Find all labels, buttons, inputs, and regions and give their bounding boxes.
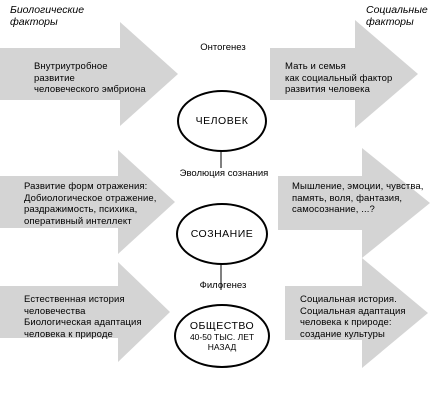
circle-label: ОБЩЕСТВО — [189, 320, 255, 332]
text-soc-consciousness: Мышление, эмоции, чувства, память, воля,… — [292, 181, 424, 215]
arrow-bio-2 — [0, 150, 175, 254]
stage-title-phylogenesis: Филогенез — [199, 280, 247, 291]
header-biological: Биологические факторы — [10, 4, 85, 28]
stage-title-consciousness: Эволюция сознания — [179, 168, 269, 179]
arrow-soc-1 — [270, 20, 418, 128]
text-bio-ontogenesis: Внутриутробное развитие человеческого эм… — [34, 61, 146, 95]
arrow-soc-3 — [285, 258, 428, 368]
text-bio-phylogenesis: Естественная история человечества Биолог… — [24, 294, 142, 340]
header-social: Социальные факторы — [366, 4, 428, 28]
arrow-soc-2 — [278, 148, 430, 258]
circle-consciousness: СОЗНАНИЕ — [176, 203, 268, 265]
arrow-bio-1 — [0, 22, 178, 126]
circle-sublabel: 40-50 ТЫС. ЛЕТ НАЗАД — [189, 332, 255, 352]
arrow-bio-3 — [0, 262, 170, 362]
stage-title-ontogenesis: Онтогенез — [200, 42, 246, 53]
text-soc-phylogenesis: Социальная история. Социальная адаптация… — [300, 294, 406, 340]
text-bio-consciousness: Развитие форм отражения: Добиологическое… — [24, 181, 157, 227]
circle-human: ЧЕЛОВЕК — [177, 90, 267, 152]
circle-label: ЧЕЛОВЕК — [195, 115, 249, 127]
circle-society: ОБЩЕСТВО 40-50 ТЫС. ЛЕТ НАЗАД — [174, 304, 270, 368]
circle-label: СОЗНАНИЕ — [190, 228, 254, 240]
text-soc-ontogenesis: Мать и семья как социальный фактор разви… — [285, 61, 393, 95]
